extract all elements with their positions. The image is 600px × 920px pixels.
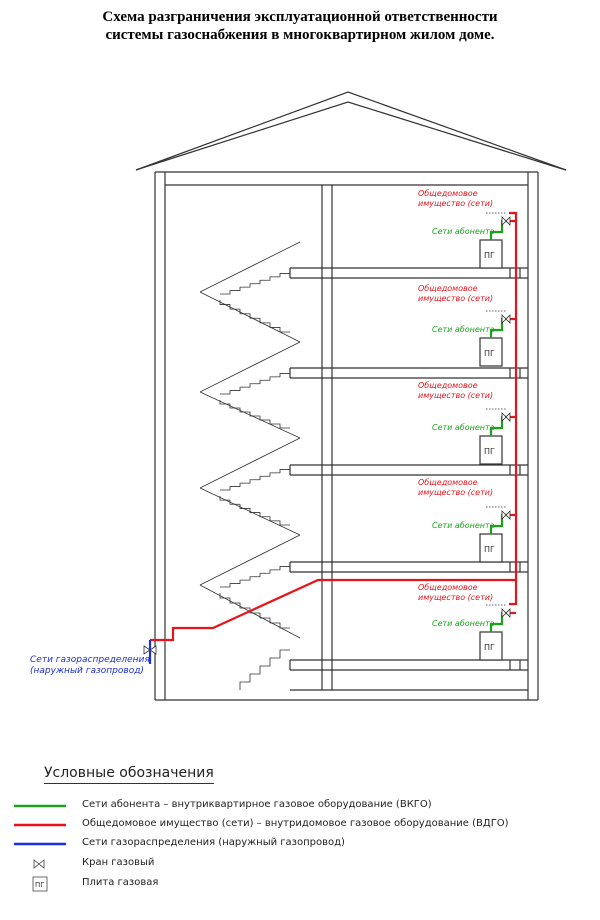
page-title: Схема разграничения эксплуатационной отв… (0, 8, 600, 44)
valve-icon-b-2 (505, 412, 511, 422)
legend-swatch-green-line (14, 804, 66, 808)
stair-stringer-0 (199, 241, 301, 293)
legend-text: Плита газовая (82, 877, 159, 888)
stove-icon: ПГ (32, 876, 48, 892)
distribution-label-line-0: Сети газораспределения (30, 655, 150, 665)
outdoor-valve-icon-b (149, 645, 157, 655)
valve-icon-b-1 (505, 314, 511, 324)
building-structure: ПГ ПГ ПГ ПГ ПГ (135, 91, 567, 701)
common-property-label-0-line-0: Общедомовое (418, 189, 478, 198)
stair-steps-3 (219, 400, 290, 429)
stair-steps-2 (220, 370, 291, 395)
valve-icon (33, 859, 45, 869)
common-property-label-1-line-1: имущество (сети) (418, 294, 493, 303)
stair-stringer-2 (199, 341, 301, 393)
common-property-label-0-line-1: имущество (сети) (418, 199, 493, 208)
valve-icon-2 (501, 412, 507, 422)
legend-item-valve-icon: Кран газовый (0, 856, 600, 872)
legend-item-blue-line: Сети газораспределения (наружный газопро… (0, 836, 600, 852)
legend-valve-left (33, 859, 40, 869)
legend-swatch-blue-line (14, 842, 66, 846)
staircase (199, 241, 301, 690)
subscriber-label-0: Сети абонента (432, 227, 495, 236)
outdoor-valve (143, 645, 157, 655)
legend-text: Кран газовый (82, 857, 155, 868)
common-property-label-3-line-0: Общедомовое (418, 478, 478, 487)
stair-steps-1 (219, 300, 290, 333)
stove-label-0: ПГ (484, 251, 495, 260)
legend-item-red-line: Общедомовое имущество (сети) – внутридом… (0, 817, 600, 833)
legend-item-green-line: Сети абонента – внутриквартирное газовое… (0, 798, 600, 814)
stair-steps-0 (220, 270, 291, 295)
legend-text: Общедомовое имущество (сети) – внутридом… (82, 818, 509, 829)
valve-icon-b-4 (505, 608, 511, 618)
stove-2: ПГ (479, 435, 503, 465)
common-property-label-3-line-1: имущество (сети) (418, 488, 493, 497)
roof-outline (135, 91, 567, 171)
title-line-1: Схема разграничения эксплуатационной отв… (102, 9, 498, 25)
gas-valves (486, 212, 511, 618)
distribution-label: Сети газораспределения(наружный газопров… (30, 655, 150, 676)
common-property-label-4-line-1: имущество (сети) (418, 593, 493, 602)
subscriber-label-3: Сети абонента (432, 521, 495, 530)
stove-3: ПГ (479, 533, 503, 563)
valve-icon-3 (501, 510, 507, 520)
stair-steps-basement (239, 649, 290, 690)
red-common-network (150, 211, 518, 642)
legend-valve-right (38, 859, 45, 869)
valve-icon-1 (501, 314, 507, 324)
roof-inner-outline (144, 101, 557, 168)
distribution-label-line-1: (наружный газопровод) (30, 666, 144, 676)
stair-steps-6 (220, 563, 291, 588)
stair-steps-5 (219, 496, 290, 526)
subscriber-label-4: Сети абонента (432, 619, 495, 628)
valve-icon-b-0 (505, 216, 511, 226)
roof-eave-left (135, 166, 146, 171)
outdoor-valve-icon (143, 645, 151, 655)
subscriber-label-1: Сети абонента (432, 325, 495, 334)
common-property-label-4-line-0: Общедомовое (418, 583, 478, 592)
stove-label-3: ПГ (484, 545, 495, 554)
stove-0: ПГ (479, 239, 503, 269)
common-property-label-2-line-1: имущество (сети) (418, 391, 493, 400)
valve-icon-b-3 (505, 510, 511, 520)
stair-steps-4 (220, 466, 291, 491)
floor-slabs (289, 267, 528, 671)
stair-stringer-6 (199, 534, 301, 586)
legend-text: Сети газораспределения (наружный газопро… (82, 837, 345, 848)
red-riser (509, 211, 518, 606)
legend-item-stove-icon: ПГ Плита газовая (0, 876, 600, 892)
stair-steps-7 (219, 593, 290, 629)
common-property-label-2-line-0: Общедомовое (418, 381, 478, 390)
stove-1: ПГ (479, 337, 503, 367)
stove-label-4: ПГ (484, 643, 495, 652)
legend-stove-box (32, 876, 48, 892)
valve-icon-0 (501, 216, 507, 226)
legend-swatch-red-line (14, 823, 66, 827)
common-property-label-1-line-0: Общедомовое (418, 284, 478, 293)
subscriber-label-2: Сети абонента (432, 423, 495, 432)
title-line-2: системы газоснабжения в многоквартирном … (105, 27, 495, 43)
legend-title: Условные обозначения (44, 765, 214, 784)
stove-label-1: ПГ (484, 349, 495, 358)
roof-eave-right (555, 166, 567, 171)
stoves: ПГ ПГ ПГ ПГ ПГ (479, 239, 503, 661)
legend-stove-symbol: ПГ (35, 881, 45, 889)
red-main-horizontal (150, 578, 516, 642)
stair-stringer-4 (199, 437, 301, 489)
legend-text: Сети абонента – внутриквартирное газовое… (82, 799, 432, 810)
valve-icon-4 (501, 608, 507, 618)
stove-label-2: ПГ (484, 447, 495, 456)
stove-4: ПГ (479, 631, 503, 661)
